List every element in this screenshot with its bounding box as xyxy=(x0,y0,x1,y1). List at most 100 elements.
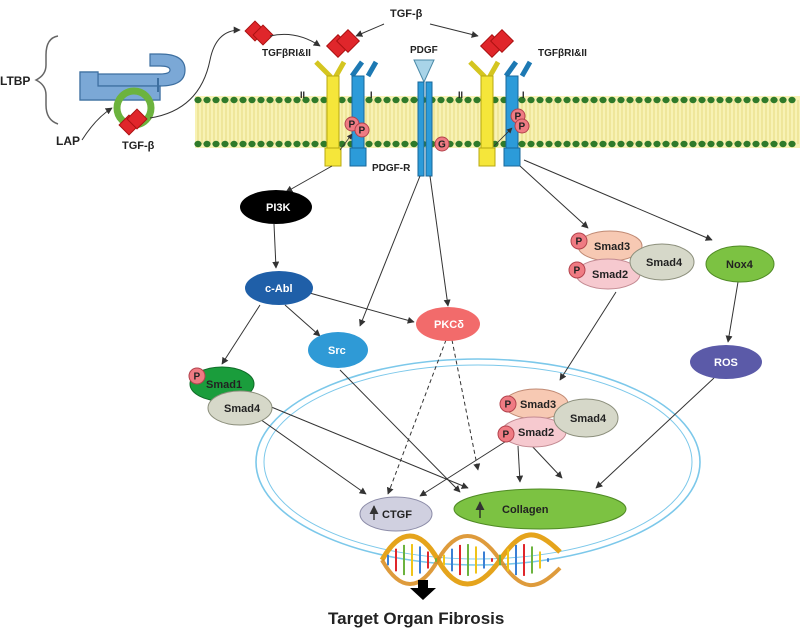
arrow-smad23-collagen-a xyxy=(516,445,524,483)
lipid-head xyxy=(599,140,607,148)
receptor-i-right-top xyxy=(503,60,533,78)
phospho-right-b-label: P xyxy=(519,122,526,133)
phospho-arrow-left xyxy=(339,133,353,151)
phospho-right-a-label: P xyxy=(515,112,522,123)
tgfb-top-label: TGF-β xyxy=(390,8,423,20)
lipid-head xyxy=(473,140,481,148)
lipid-head xyxy=(392,140,400,148)
ligand-right-b xyxy=(489,28,515,54)
node-cabl: c-Abl xyxy=(245,271,313,305)
smad1-label: Smad1 xyxy=(206,379,242,391)
lipid-head xyxy=(203,96,211,104)
lipid-head xyxy=(680,140,688,148)
smad4-left-oval xyxy=(207,390,273,426)
dna-strand-b xyxy=(380,534,562,587)
dna-helix-image xyxy=(379,532,562,587)
lipid-head xyxy=(464,140,472,148)
ltbp-label: LTBP xyxy=(0,74,30,88)
lipid-head xyxy=(752,96,760,104)
phospho-smad3-nuc-label: P xyxy=(505,400,512,411)
lipid-head xyxy=(617,96,625,104)
lipid-head xyxy=(446,96,454,104)
receptor-ii-right-tail xyxy=(478,147,496,167)
lipid-head xyxy=(743,140,751,148)
receptor-ii-right-label: II xyxy=(458,90,463,100)
smad4-nuc-oval xyxy=(553,398,619,438)
smad3-cyto-label: Smad3 xyxy=(594,241,630,253)
lipid-head xyxy=(734,140,742,148)
pdgf-ligand xyxy=(413,59,435,84)
lipid-head xyxy=(635,140,643,148)
arrow-cabl-pkcd xyxy=(305,291,415,324)
ltbp-hook xyxy=(97,53,186,87)
arrow-nox4-ros xyxy=(725,281,739,343)
lipid-head xyxy=(563,96,571,104)
phospho-smad3-cyto-label: P xyxy=(576,237,583,248)
ros-label: ROS xyxy=(714,357,738,369)
arrow-receptor-smad xyxy=(519,165,589,229)
nucleus-outer-membrane xyxy=(255,358,701,566)
lipid-head xyxy=(644,96,652,104)
lipid-head xyxy=(455,96,463,104)
tgfb-arrow-left xyxy=(355,23,385,37)
arrow-pi3k-cabl xyxy=(272,223,280,269)
lipid-head xyxy=(608,96,616,104)
node-collagen: Collagen xyxy=(453,488,627,530)
lipid-head xyxy=(383,140,391,148)
node-ros: ROS xyxy=(690,345,762,379)
pdgf-label: PDGF xyxy=(410,45,438,56)
lipid-head xyxy=(770,140,778,148)
lipid-head xyxy=(653,140,661,148)
lipid-head xyxy=(536,140,544,148)
lipid-head xyxy=(518,96,526,104)
receptor-ii-right-tm xyxy=(480,75,494,149)
lipid-head xyxy=(365,140,373,148)
lipid-head xyxy=(401,140,409,148)
receptor-i-left-tail xyxy=(349,147,367,167)
lipid-head xyxy=(320,140,328,148)
lipid-head xyxy=(221,96,229,104)
src-label: Src xyxy=(328,345,346,357)
phospho-left-a-label: P xyxy=(349,120,356,131)
lipid-head xyxy=(545,140,553,148)
tgfb-latent-label: TGF-β xyxy=(122,140,155,152)
smad1-complex: Smad1 Smad4 P xyxy=(188,366,273,426)
lipid-head xyxy=(221,140,229,148)
lipid-head xyxy=(563,140,571,148)
nucleus-inner-membrane xyxy=(263,364,693,560)
phospho-arrow-right xyxy=(493,127,513,147)
receptor-ii-left-label: II xyxy=(300,90,305,100)
lipid-head xyxy=(392,96,400,104)
smad-complex-cytoplasm: Smad3 Smad2 Smad4 P P xyxy=(568,230,695,290)
tgfb-latent-diamond-b xyxy=(126,108,148,130)
lipid-head xyxy=(779,96,787,104)
arrow-ros-collagen xyxy=(595,377,715,489)
node-ctgf: CTGF xyxy=(359,496,433,532)
lipid-head xyxy=(707,140,715,148)
receptor-i-left-top xyxy=(349,60,379,78)
pi3k-oval xyxy=(240,190,312,224)
pkcd-oval xyxy=(416,307,480,341)
release-arrow xyxy=(149,26,241,119)
arrow-receptor-nox4 xyxy=(523,159,713,241)
lipid-head xyxy=(284,96,292,104)
receptor-ii-left-tm xyxy=(326,75,340,149)
lipid-head xyxy=(374,96,382,104)
ligand-approach-arrow xyxy=(269,33,321,47)
cell-membrane xyxy=(194,96,800,148)
lipid-head xyxy=(293,96,301,104)
lap-pointer xyxy=(81,107,113,141)
pdgfr-label: PDGF-R xyxy=(372,163,411,174)
collagen-label: Collagen xyxy=(502,504,549,516)
smad2-cyto-label: Smad2 xyxy=(592,269,628,281)
smad-complex-nucleus: Smad3 Smad2 Smad4 P P xyxy=(497,388,619,448)
lap-label: LAP xyxy=(56,134,80,148)
phospho-smad2-nuc xyxy=(497,425,515,443)
lipid-head xyxy=(716,140,724,148)
pdgfr-chain-a xyxy=(417,81,425,177)
arrow-pkcd-collagen xyxy=(451,339,481,471)
lipid-head xyxy=(518,140,526,148)
membrane-heads-top xyxy=(194,96,796,104)
lipid-head xyxy=(653,96,661,104)
